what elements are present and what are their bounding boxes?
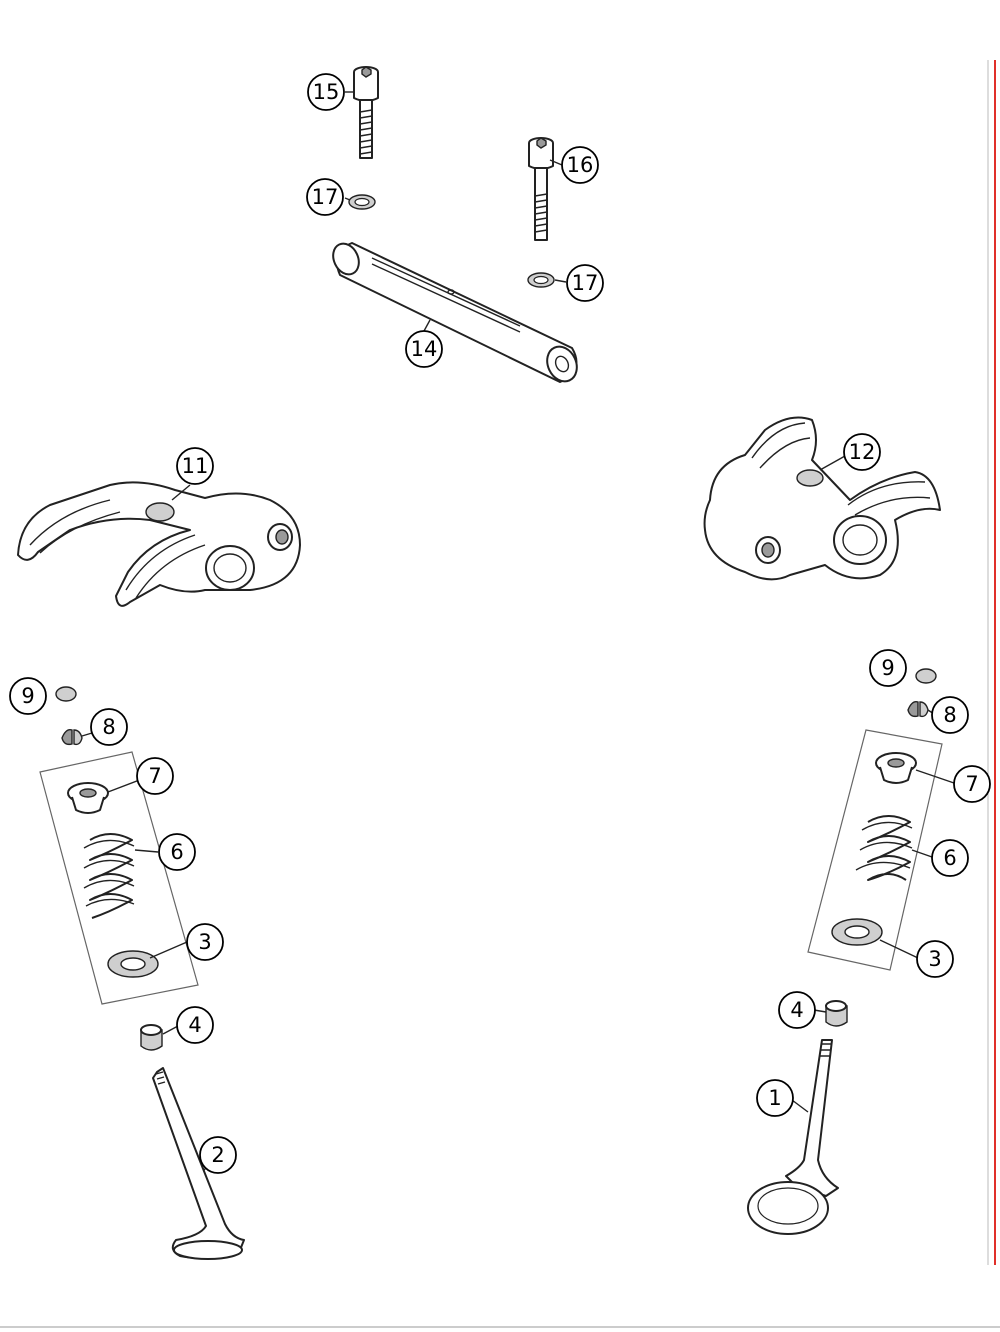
callout-6-right: 6	[931, 839, 969, 877]
valve-stem-seal-left	[140, 1024, 163, 1051]
svg-text:12: 12	[849, 440, 876, 464]
bolt-top-right	[528, 137, 554, 241]
svg-text:9: 9	[21, 684, 34, 708]
callout-2: 2	[199, 1136, 237, 1174]
leader-lines	[81, 91, 955, 1171]
bolt-top-left	[353, 66, 379, 159]
spring-retainer-right	[875, 752, 917, 784]
callout-4-left: 4	[176, 1006, 214, 1044]
spring-group-frame-left	[39, 751, 199, 1005]
spring-retainer-left	[67, 782, 109, 814]
svg-text:4: 4	[790, 998, 803, 1022]
spring-group-frame-right	[807, 729, 943, 971]
svg-text:8: 8	[943, 703, 956, 727]
svg-text:6: 6	[170, 840, 183, 864]
callout-11: 11	[176, 447, 214, 485]
callout-8-right: 8	[931, 696, 969, 734]
svg-text:9: 9	[881, 656, 894, 680]
spring-seat-right	[831, 918, 883, 946]
valve-right	[747, 1039, 839, 1235]
callout-17-right: 17	[566, 264, 604, 302]
callout-14: 14	[405, 330, 443, 368]
valve-keeper-right	[907, 700, 929, 718]
valve-left	[152, 1067, 245, 1260]
svg-text:15: 15	[313, 80, 340, 104]
callout-3-left: 3	[186, 923, 224, 961]
valve-keeper-left	[61, 728, 83, 746]
svg-text:11: 11	[182, 454, 209, 478]
rocker-shaft	[332, 242, 578, 383]
callout-9-right: 9	[869, 649, 907, 687]
rocker-arm-left	[17, 481, 301, 607]
spring-seat-left	[107, 950, 159, 978]
svg-text:2: 2	[211, 1143, 224, 1167]
valve-stem-seal-right	[825, 1000, 848, 1027]
svg-text:16: 16	[567, 153, 594, 177]
svg-text:6: 6	[943, 846, 956, 870]
callout-9-left: 9	[9, 677, 47, 715]
valve-cap-left	[55, 686, 77, 702]
svg-text:8: 8	[102, 715, 115, 739]
valve-cap-right	[915, 668, 937, 684]
svg-text:17: 17	[312, 185, 339, 209]
washer-top-left	[348, 194, 376, 210]
valve-spring-right	[855, 815, 913, 881]
svg-text:17: 17	[572, 271, 599, 295]
svg-text:1: 1	[768, 1086, 781, 1110]
svg-text:3: 3	[198, 930, 211, 954]
callout-6-left: 6	[158, 833, 196, 871]
svg-text:7: 7	[148, 764, 161, 788]
valve-spring-left	[83, 833, 135, 919]
svg-text:7: 7	[965, 772, 978, 796]
callout-4-right: 4	[778, 991, 816, 1029]
svg-text:14: 14	[411, 337, 438, 361]
callout-3-right: 3	[916, 940, 954, 978]
callout-8-left: 8	[90, 708, 128, 746]
callout-12: 12	[843, 433, 881, 471]
callout-15: 15	[307, 73, 345, 111]
callout-17-left: 17	[306, 178, 344, 216]
rocker-arm-right	[703, 416, 941, 581]
callout-1: 1	[756, 1079, 794, 1117]
svg-text:4: 4	[188, 1013, 201, 1037]
callout-7-left: 7	[136, 757, 174, 795]
washer-top-right	[527, 272, 555, 288]
callout-16: 16	[561, 146, 599, 184]
svg-text:3: 3	[928, 947, 941, 971]
callout-7-right: 7	[953, 765, 991, 803]
